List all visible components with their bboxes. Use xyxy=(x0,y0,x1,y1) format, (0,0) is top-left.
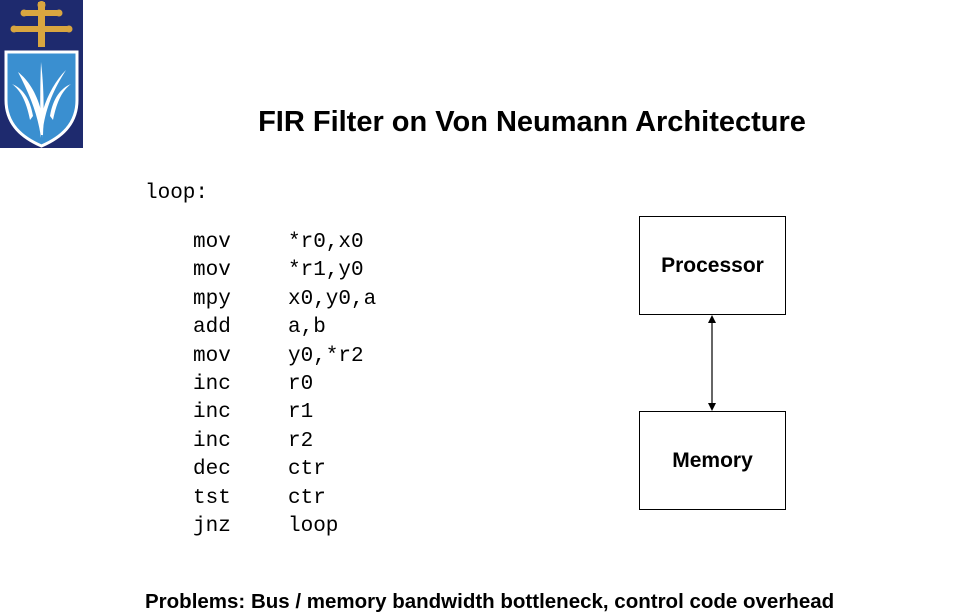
instruction-args: r0 xyxy=(288,372,314,396)
instruction-op: inc xyxy=(193,401,231,425)
instruction-args: r1 xyxy=(288,401,314,425)
code-listing: mov *r0,x0 mov *r1,y0 mpy x0,y0,a add a,b mov y0,… xyxy=(193,229,376,541)
processor-box: Processor xyxy=(639,216,786,315)
double-arrow-icon xyxy=(708,315,716,411)
instruction-op: mpy xyxy=(193,287,231,311)
problems-text: Problems: Bus / memory bandwidth bottlen… xyxy=(145,590,835,613)
memory-label: Memory xyxy=(672,448,753,472)
instruction-args: ctr xyxy=(288,458,326,482)
instruction-args: x0,y0,a xyxy=(288,287,377,311)
instruction-op: jnz xyxy=(193,514,231,538)
processor-label: Processor xyxy=(661,253,764,277)
code-line: mov *r1,y0 xyxy=(193,257,376,285)
instruction-args: a,b xyxy=(288,316,326,340)
instruction-op: mov xyxy=(193,231,231,254)
instruction-args: *r0,x0 xyxy=(288,231,364,254)
instruction-op: dec xyxy=(193,458,231,482)
code-line: jnz loop xyxy=(193,513,376,541)
instruction-op: add xyxy=(193,316,231,340)
code-line: mov y0,*r2 xyxy=(193,343,376,371)
instruction-op: mov xyxy=(193,344,231,368)
code-line: add a,b xyxy=(193,314,376,342)
instruction-args: y0,*r2 xyxy=(288,344,364,368)
code-line: inc r2 xyxy=(193,428,376,456)
code-line: tst ctr xyxy=(193,485,376,513)
instruction-args: ctr xyxy=(288,486,326,510)
loop-label: loop: xyxy=(145,182,209,205)
code-line: inc r1 xyxy=(193,399,376,427)
coat-of-arms-icon xyxy=(0,0,83,148)
code-line: inc r0 xyxy=(193,371,376,399)
instruction-op: inc xyxy=(193,429,231,453)
instruction-op: tst xyxy=(193,486,231,510)
instruction-args: loop xyxy=(288,514,339,538)
instruction-op: mov xyxy=(193,259,231,283)
code-line: mov *r0,x0 xyxy=(193,229,376,257)
instruction-args: *r1,y0 xyxy=(288,259,364,283)
slide-title: FIR Filter on Von Neumann Architecture xyxy=(258,106,806,138)
code-line: mpy x0,y0,a xyxy=(193,286,376,314)
memory-box: Memory xyxy=(639,411,786,510)
code-line: dec ctr xyxy=(193,456,376,484)
instruction-op: inc xyxy=(193,372,231,396)
instruction-args: r2 xyxy=(288,429,314,453)
